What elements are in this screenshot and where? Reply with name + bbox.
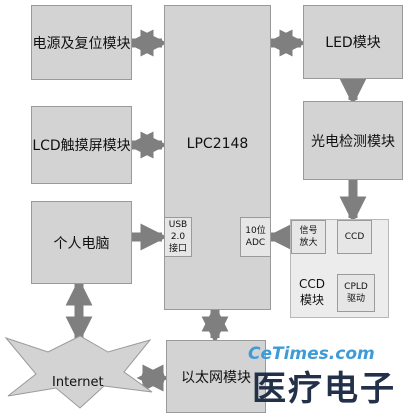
- usb-interface: USB 2.0 接口: [164, 217, 192, 257]
- lcd-touch-module: LCD触摸屏模块: [31, 106, 132, 184]
- signal-amplifier: 信号 放大: [291, 220, 326, 254]
- internet-label: Internet: [52, 375, 104, 390]
- ethernet-module: 以太网模块: [166, 340, 266, 413]
- watermark-site: CeTimes.com: [248, 344, 375, 364]
- ccd-sensor: CCD: [337, 220, 372, 254]
- adc-10bit: 10位 ADC: [240, 217, 271, 257]
- cpld-driver: CPLD 驱动: [337, 274, 375, 312]
- power-reset-module: 电源及复位模块: [31, 5, 132, 80]
- watermark-title: 医疗电子: [252, 369, 396, 409]
- personal-computer: 个人电脑: [31, 201, 132, 284]
- lpc2148-mcu: LPC2148: [164, 5, 271, 310]
- lpc2148-label: LPC2148: [186, 136, 249, 152]
- ccd-module-label: CCD 模块: [299, 277, 325, 307]
- led-module: LED模块: [303, 5, 403, 79]
- internet-cloud-shape: [4, 335, 153, 409]
- photo-detect-module: 光电检测模块: [303, 101, 403, 180]
